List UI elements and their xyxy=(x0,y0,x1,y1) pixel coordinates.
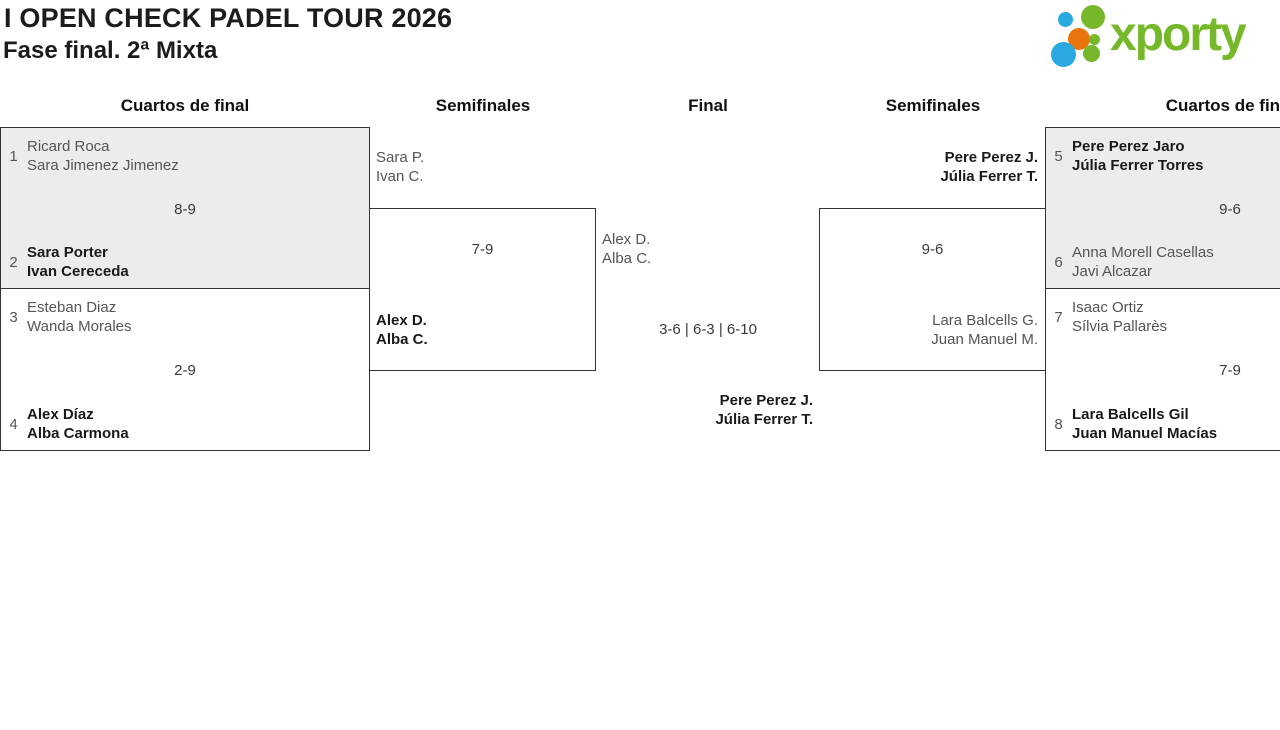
player-name: Alex Díaz xyxy=(27,406,94,423)
seed-number: 2 xyxy=(9,253,18,271)
player-name: Juan Manuel M. xyxy=(931,331,1038,348)
match-score: 2-9 xyxy=(174,362,196,379)
logo-dot-orange xyxy=(1068,28,1090,50)
player-name: Júlia Ferrer T. xyxy=(940,168,1038,185)
player-name: Pere Perez J. xyxy=(944,149,1038,166)
player-name: Alba C. xyxy=(602,250,652,267)
player-names: Isaac Ortiz Sílvia Pallarès xyxy=(1072,298,1167,336)
player-names: Ricard Roca Sara Jimenez Jimenez xyxy=(27,137,179,175)
team-row: 7 Isaac Ortiz Sílvia Pallarès xyxy=(1054,298,1167,336)
team-row: 1 Ricard Roca Sara Jimenez Jimenez xyxy=(9,137,179,175)
player-name: Júlia Ferrer T. xyxy=(715,411,813,428)
logo-dot-green-small xyxy=(1083,45,1100,62)
round-header-semifinals-left: Semifinales xyxy=(435,96,531,115)
seed-number: 7 xyxy=(1054,308,1063,326)
player-name: Sílvia Pallarès xyxy=(1072,318,1168,335)
player-name: Júlia Ferrer Torres xyxy=(1072,157,1204,174)
round-header-quarterfinals-left: Cuartos de final xyxy=(120,96,250,115)
player-name: Alex D. xyxy=(376,312,427,329)
team-label-sf2-team1: Pere Perez J. Júlia Ferrer T. xyxy=(820,148,1038,186)
player-name: Ivan C. xyxy=(376,168,424,185)
final-match-score: 3-6 | 6-3 | 6-10 xyxy=(659,321,757,338)
player-names: Lara Balcells G. Juan Manuel M. xyxy=(931,311,1038,349)
seed-number: 8 xyxy=(1054,415,1063,433)
match-score: 9-6 xyxy=(921,241,944,258)
player-name: Sara Porter xyxy=(27,244,108,261)
player-name: Alex D. xyxy=(602,231,651,248)
player-name: Lara Balcells Gil xyxy=(1072,406,1189,423)
seed-number: 4 xyxy=(9,415,18,433)
player-name: Anna Morell Casellas xyxy=(1072,244,1214,261)
seed-number: 1 xyxy=(9,147,18,165)
match-score: 8-9 xyxy=(174,201,196,218)
player-name: Ivan Cereceda xyxy=(27,263,129,280)
team-row: 3 Esteban Diaz Wanda Morales xyxy=(9,298,132,336)
seed-number: 5 xyxy=(1054,147,1063,165)
player-name: Pere Perez J. xyxy=(719,392,813,409)
match-qf3[interactable]: 5 Pere Perez Jaro Júlia Ferrer Torres 9-… xyxy=(1045,127,1280,289)
match-qf2[interactable]: 3 Esteban Diaz Wanda Morales 2-9 4 Alex … xyxy=(0,288,370,451)
round-header-semifinals-right: Semifinales xyxy=(885,96,981,115)
seed-number: 6 xyxy=(1054,253,1063,271)
match-qf1[interactable]: 1 Ricard Roca Sara Jimenez Jimenez 8-9 2… xyxy=(0,127,370,289)
player-names: Sara Porter Ivan Cereceda xyxy=(27,243,129,281)
player-names: Alex D. Alba C. xyxy=(376,311,428,349)
team-row: 5 Pere Perez Jaro Júlia Ferrer Torres xyxy=(1054,137,1203,175)
phase-subtitle: Fase final. 2ª Mixta xyxy=(3,37,218,64)
player-name: Javi Alcazar xyxy=(1072,263,1153,280)
team-row: Alex D. Alba C. xyxy=(376,311,428,349)
seed-number: 3 xyxy=(9,308,18,326)
team-label-final-team1: Alex D. Alba C. xyxy=(602,230,651,268)
team-row: Lara Balcells G. Juan Manuel M. xyxy=(931,311,1038,349)
match-qf4[interactable]: 7 Isaac Ortiz Sílvia Pallarès 7-9 8 Lara… xyxy=(1045,288,1280,451)
match-score: 9-6 xyxy=(1219,201,1241,218)
player-name: Sara P. xyxy=(376,149,425,166)
logo-dot-blue-small xyxy=(1058,12,1073,27)
logo-dot-blue-large xyxy=(1051,42,1076,67)
match-score: 7-9 xyxy=(471,241,494,258)
player-name: Alba Carmona xyxy=(27,425,129,442)
logo-dot-green-large xyxy=(1081,5,1105,29)
player-names: Pere Perez Jaro Júlia Ferrer Torres xyxy=(1072,137,1203,175)
logo-dot-green-tiny xyxy=(1089,34,1100,45)
logo-text: xporty xyxy=(1110,8,1247,61)
team-row: 4 Alex Díaz Alba Carmona xyxy=(9,405,129,443)
player-names: Alex Díaz Alba Carmona xyxy=(27,405,129,443)
round-header-quarterfinals-right: Cuartos de final xyxy=(1165,96,1280,115)
player-name: Ricard Roca xyxy=(27,138,110,155)
team-label-final-team2: Pere Perez J. Júlia Ferrer T. xyxy=(595,391,813,429)
player-name: Isaac Ortiz xyxy=(1072,299,1144,316)
player-name: Esteban Diaz xyxy=(27,299,117,316)
player-name: Pere Perez Jaro xyxy=(1072,138,1185,155)
team-row: 6 Anna Morell Casellas Javi Alcazar xyxy=(1054,243,1214,281)
player-names: Esteban Diaz Wanda Morales xyxy=(27,298,132,336)
match-sf2[interactable]: 9-6 Lara Balcells G. Juan Manuel M. xyxy=(819,208,1046,371)
match-score: 7-9 xyxy=(1219,362,1241,379)
player-name: Juan Manuel Macías xyxy=(1072,425,1218,442)
player-names: Anna Morell Casellas Javi Alcazar xyxy=(1072,243,1214,281)
xporty-logo[interactable]: xporty xyxy=(1045,0,1280,75)
player-names: Lara Balcells Gil Juan Manuel Macías xyxy=(1072,405,1217,443)
tournament-title: I OPEN CHECK PADEL TOUR 2026 xyxy=(4,3,453,33)
match-sf1[interactable]: 7-9 Alex D. Alba C. xyxy=(369,208,596,371)
team-label-sf1-team1: Sara P. Ivan C. xyxy=(376,148,424,186)
team-row: 8 Lara Balcells Gil Juan Manuel Macías xyxy=(1054,405,1217,443)
round-header-final: Final xyxy=(688,96,728,115)
player-name: Alba C. xyxy=(376,331,428,348)
player-name: Sara Jimenez Jimenez xyxy=(27,157,179,174)
player-name: Wanda Morales xyxy=(27,318,132,335)
player-name: Lara Balcells G. xyxy=(932,312,1038,329)
team-row: 2 Sara Porter Ivan Cereceda xyxy=(9,243,129,281)
